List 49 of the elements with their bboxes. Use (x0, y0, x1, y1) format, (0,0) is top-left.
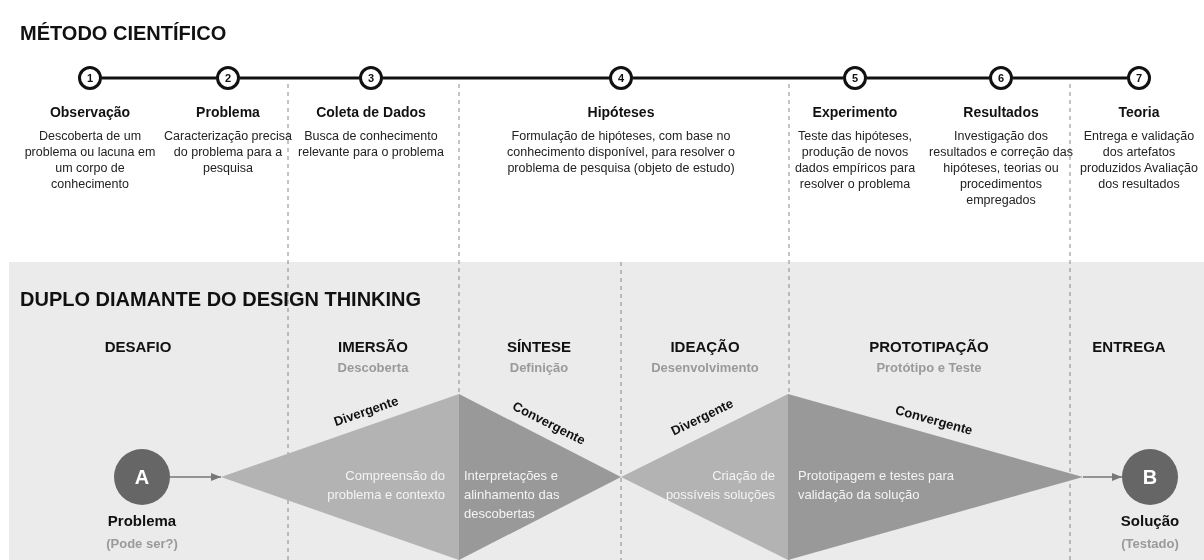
phase-title: IDEAÇÃO (670, 338, 740, 355)
step-description: Formulação de hipóteses, com base no conhecimento disponível, para resolver o problema de pesquisa (objeto de estudo) (506, 128, 736, 176)
arrow (1082, 472, 1123, 482)
step-description: Teste das hipóteses, produção de novos dados empíricos para resolver o problema (793, 128, 917, 192)
phase-title: IMERSÃO (338, 338, 408, 355)
timeline-line (102, 76, 216, 80)
timeline-line (383, 76, 609, 80)
timeline-line (1013, 76, 1127, 80)
step-circle: 4 (609, 66, 633, 90)
step-description: Entrega e validação dos artefatos produzidos Avaliação dos resultados (1079, 128, 1199, 192)
point-title: Solução (1119, 512, 1181, 529)
point-title: Problema (106, 512, 178, 529)
section-title: DUPLO DIAMANTE DO DESIGN THINKING (20, 288, 422, 311)
title: MÉTODO CIENTÍFICO (20, 22, 227, 45)
phase-subtitle: Descoberta (337, 360, 409, 375)
step-circle: 7 (1127, 66, 1151, 90)
step-circle: 2 (216, 66, 240, 90)
step-circle: 1 (78, 66, 102, 90)
phase-description: Interpretações e alinhamento das descobertas (464, 467, 561, 523)
phase-title: ENTREGA (1092, 338, 1166, 355)
step-title: Problema (195, 104, 261, 120)
phase-title: DESAFIO (104, 338, 172, 355)
step-title: Hipóteses (586, 104, 656, 120)
step-title: Resultados (962, 104, 1040, 120)
step-description: Descoberta de um problema ou lacuna em um corpo de conhecimento (24, 128, 156, 192)
step-description: Investigação dos resultados e correção das hipóteses, teorias ou procedimentos empregados (928, 128, 1074, 208)
phase-subtitle: Definição (509, 360, 569, 375)
timeline-line (867, 76, 989, 80)
phase-subtitle: Protótipo e Teste (876, 360, 982, 375)
step-description: Caracterização precisa do problema para a pesquisa (163, 128, 293, 176)
point-note: (Testado) (1120, 536, 1180, 551)
arrow (169, 472, 222, 482)
phase-subtitle: Desenvolvimento (651, 360, 759, 375)
phase-title: PROTOTIPAÇÃO (869, 338, 989, 355)
step-title: Coleta de Dados (315, 104, 427, 120)
step-title: Observação (48, 104, 132, 120)
timeline-line (240, 76, 359, 80)
step-circle: 5 (843, 66, 867, 90)
point-note: (Pode ser?) (105, 536, 179, 551)
phase-title: SÍNTESE (506, 338, 572, 355)
phase-description: Criação de possíveis soluções (664, 467, 775, 504)
step-description: Busca de conhecimento relevante para o problema (297, 128, 445, 160)
phase-description: Prototipagem e testes para validação da solução (798, 467, 956, 504)
step-title: Teoria (1117, 104, 1161, 120)
step-title: Experimento (811, 104, 899, 120)
step-circle: 3 (359, 66, 383, 90)
phase-description: Compreensão do problema e contexto (326, 467, 445, 504)
step-circle: 6 (989, 66, 1013, 90)
timeline-line (633, 76, 843, 80)
